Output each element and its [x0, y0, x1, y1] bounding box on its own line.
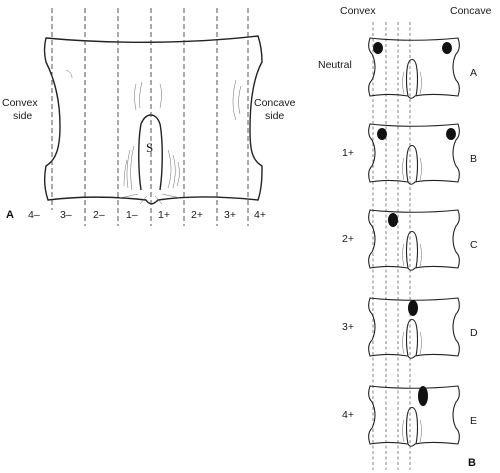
pedicle-marker — [418, 386, 428, 406]
row-letter-label: A — [470, 67, 477, 79]
spinous-hatching-small — [402, 331, 422, 355]
header-concave-label: Concave — [450, 5, 492, 17]
grade-label: 4+ — [254, 209, 266, 221]
pedicle-marker — [442, 42, 452, 54]
spinous-hatching-small — [402, 157, 422, 181]
grade-lines — [51, 8, 249, 226]
vertebra-row: 4+ E — [342, 385, 477, 447]
spinous-hatching-small — [402, 71, 422, 95]
pedicle-marker — [373, 42, 383, 54]
spinous-hatching — [65, 69, 242, 205]
vertebra-small-outline — [368, 123, 460, 185]
spinous-process-small — [405, 318, 419, 357]
row-letter-label: D — [470, 327, 478, 339]
spinous-process-small — [405, 58, 419, 97]
row-letter-label: C — [470, 239, 478, 251]
vertebra-row: 3+ D — [342, 297, 478, 359]
convex-side-label-line2: side — [13, 110, 32, 122]
rotation-grade-label: 2+ — [342, 233, 354, 245]
spinous-process-small — [405, 230, 419, 269]
grade-label: 4– — [28, 209, 40, 221]
rotation-grade-label: 4+ — [342, 409, 354, 421]
header-convex-label: Convex — [340, 5, 376, 17]
spinous-hatching-small — [402, 243, 422, 267]
pedicle-marker — [377, 128, 387, 140]
vertebra-large-outline — [43, 35, 263, 205]
row-letter-label: B — [470, 153, 477, 165]
spinous-process-small — [405, 144, 419, 183]
grade-label: 3+ — [224, 209, 236, 221]
vertebra-row: 1+ B — [342, 123, 477, 185]
spinous-process-small — [405, 406, 419, 445]
concave-side-label-line2: side — [265, 110, 284, 122]
grade-label: 2– — [93, 209, 105, 221]
pedicle-marker — [408, 300, 418, 316]
spinous-hatching-small — [402, 419, 422, 443]
concave-side-label-line1: Concave — [254, 97, 296, 109]
vertebra-small-outline — [368, 37, 460, 99]
grade-label: 1– — [126, 209, 138, 221]
convex-side-label-line1: Convex — [2, 97, 38, 109]
grade-label: 1+ — [158, 209, 170, 221]
panel-a: S Convex side Concave side A 4– 3– 2– 1–… — [2, 8, 296, 226]
vertebra-small-outline — [368, 297, 460, 359]
grade-label: 2+ — [191, 209, 203, 221]
rotation-grade-label: 1+ — [342, 147, 354, 159]
vertebra-small-outline — [368, 209, 460, 271]
rotation-grade-label: 3+ — [342, 321, 354, 333]
grade-label: 3– — [60, 209, 72, 221]
vertebra-row: 2+ C — [342, 209, 478, 271]
pedicle-marker — [388, 213, 398, 227]
pedicle-marker — [446, 128, 456, 140]
row-letter-label: E — [470, 415, 477, 427]
panel-a-label: A — [6, 209, 14, 221]
rotation-grade-label: Neutral — [318, 59, 352, 71]
reference-lines — [372, 22, 411, 470]
vertebra-small-outline — [368, 385, 460, 447]
panel-b-label: B — [468, 457, 476, 469]
spinous-s-label: S — [146, 140, 153, 155]
